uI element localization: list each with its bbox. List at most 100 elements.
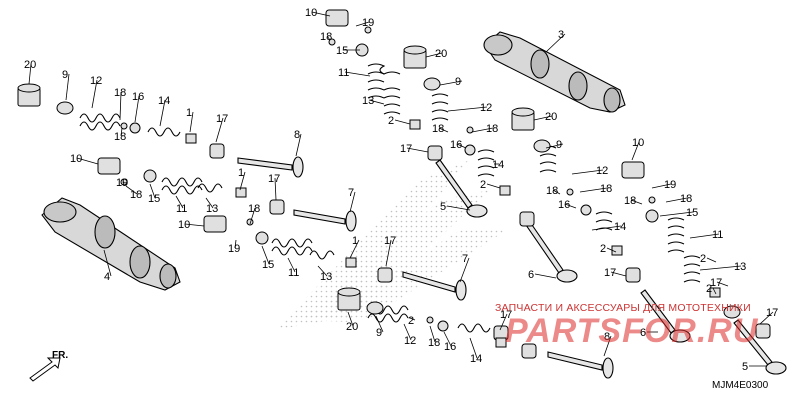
callout-number: 18 [130, 189, 142, 201]
callout-number: 8 [604, 331, 610, 343]
callout-number: 13 [734, 261, 746, 273]
callout-number: 17 [384, 235, 396, 247]
callout-leader [471, 127, 494, 133]
callout-leader [234, 239, 237, 249]
watermark-logo: PARTSFOR.RU [505, 312, 759, 350]
callout-leader [355, 21, 370, 27]
callout-leader [459, 257, 470, 283]
callout-leader [659, 211, 694, 217]
callout-number: 18 [320, 31, 332, 43]
callout-leader [606, 247, 617, 253]
callout-number: 2 [600, 243, 606, 255]
callout-leader [249, 207, 256, 225]
callout-number: 15 [686, 207, 698, 219]
callout-leader [91, 79, 98, 109]
valve-springs [79, 63, 701, 333]
callout-leader [486, 183, 501, 189]
callout-leader [429, 325, 436, 343]
callout-leader [239, 171, 246, 191]
callout-number: 18 [546, 185, 558, 197]
watermark-subtitle: ЗАПЧАСТИ И АКСЕССУАРЫ ДЛЯ МОТОТЕХНИКИ [495, 302, 751, 314]
callout-leader [759, 311, 774, 325]
callout-leader [122, 181, 125, 187]
callout-number: 17 [604, 267, 616, 279]
callout-number: 2 [706, 283, 712, 295]
small-parts [17, 9, 771, 359]
callout-leader [149, 183, 156, 199]
callout-number: 17 [766, 307, 778, 319]
callout-leader [347, 311, 354, 327]
callout-leader [438, 127, 449, 133]
callout-number: 1 [186, 107, 192, 119]
callout-number: 7 [348, 187, 354, 199]
callout-number: 19 [116, 177, 128, 189]
callout-leader [125, 185, 138, 195]
callout-number: 10 [70, 153, 82, 165]
callout-number: 9 [62, 69, 68, 81]
callout-number: 20 [435, 48, 447, 60]
camshaft-left [41, 197, 181, 291]
callout-leader [630, 199, 643, 205]
callout-leader [406, 147, 429, 153]
callout-number: 6 [528, 269, 534, 281]
callout-leader [603, 335, 612, 357]
callout-leader [443, 331, 452, 347]
callout-number: 9 [376, 327, 382, 339]
callout-leader [446, 205, 471, 211]
callout-number: 11 [288, 267, 299, 279]
callout-number: 18 [432, 123, 444, 135]
callout-leader [689, 233, 720, 239]
callout-leader [533, 115, 553, 121]
callout-leader [311, 11, 331, 17]
callout-number: 12 [596, 165, 608, 177]
callout-leader [534, 273, 557, 279]
callout-number: 5 [742, 361, 748, 373]
callout-number: 1 [352, 235, 358, 247]
callout-number: 15 [336, 45, 348, 57]
callout-number: 7 [462, 253, 468, 265]
callout-number: 18 [624, 195, 636, 207]
callout-leader [274, 177, 277, 201]
callout-leader [349, 239, 360, 259]
callout-number: 10 [305, 7, 317, 19]
callout-number: 9 [455, 76, 461, 88]
callout-number: 13 [362, 95, 374, 107]
callout-number: 18 [428, 337, 440, 349]
callout-number: 16 [558, 199, 570, 211]
callout-leader [469, 337, 478, 359]
callout-leader [403, 323, 412, 341]
callout-number: 16 [444, 341, 456, 353]
callout-number: 11 [712, 229, 723, 241]
callout-number: 14 [158, 95, 170, 107]
callout-number: 17 [710, 277, 722, 289]
valves [237, 156, 787, 379]
callout-number: 1 [238, 167, 244, 179]
callout-number: 15 [148, 193, 160, 205]
callout-number: 11 [176, 203, 187, 215]
callout-leader [344, 71, 371, 77]
callout-leader [134, 95, 140, 123]
callout-number: 15 [262, 259, 274, 271]
callout-number: 2 [480, 179, 486, 191]
callout-leader [287, 257, 296, 273]
callout-leader [545, 143, 564, 149]
callout-number: 17 [216, 113, 228, 125]
callout-leader [610, 271, 627, 277]
callout-leader [385, 239, 392, 267]
callout-leader [712, 287, 717, 295]
callout-leader [571, 169, 604, 175]
callout-number: 19 [664, 179, 676, 191]
callout-leader [28, 63, 32, 85]
callout-number: 2 [388, 115, 394, 127]
callout-leader [425, 52, 443, 58]
callout-number: 20 [545, 111, 557, 123]
callout-leader [439, 80, 463, 86]
callout-leader [665, 197, 688, 203]
callout-leader [317, 265, 328, 277]
callout-number: 18 [114, 131, 126, 143]
callout-leader [456, 143, 467, 149]
callout-number: 2 [700, 253, 706, 265]
callout-number: 12 [480, 102, 492, 114]
callout-number: 14 [492, 159, 504, 171]
